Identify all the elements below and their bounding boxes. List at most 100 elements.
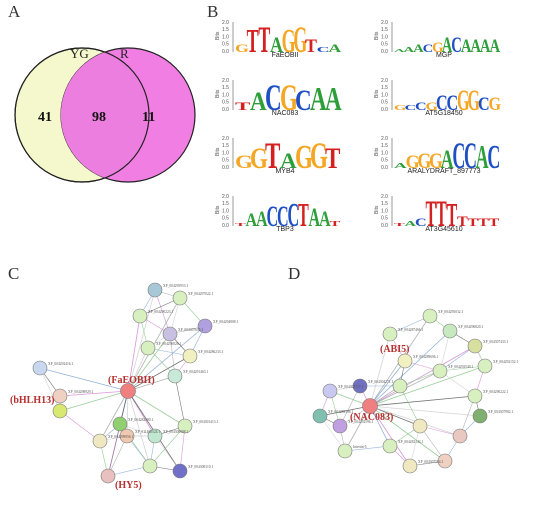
motif-letter: T [298,197,309,234]
network-node[interactable] [167,368,183,384]
venn-right-label: R [120,46,129,61]
motif-axis-tick: 0.5 [381,216,388,222]
motif-axis-tick: 1.0 [222,150,229,156]
motif-axis-tick: 0.0 [381,49,388,55]
motif-letter: A [310,81,327,118]
network-node[interactable] [422,308,438,324]
network-highlight-label: (HY5) [115,480,142,491]
network-node[interactable] [172,463,188,479]
network-highlight-label: (FaEOBII) [108,375,155,386]
network-edge [149,425,186,467]
network-node[interactable] [142,458,158,474]
network-node-label: XP_004295032.1 [438,310,463,314]
motif-name: AT3G45610 [425,226,463,233]
network-node[interactable] [432,363,448,379]
network-node[interactable] [382,438,398,454]
motif-name: MYB4 [275,168,295,175]
network-edge [179,425,186,472]
motif-axis-unit: Bits [215,89,221,98]
network-node[interactable] [322,383,338,399]
network-node[interactable] [312,408,328,424]
motif-axis-tick: 1.5 [222,143,229,149]
network-node[interactable] [332,418,348,434]
network-node[interactable] [132,308,148,324]
network-node[interactable] [32,360,48,376]
network-node[interactable] [52,403,68,419]
network-node[interactable] [120,383,136,399]
network-node[interactable] [452,428,468,444]
motif-letter: T [235,100,250,112]
motif-letter: G [426,101,439,113]
network-node-label: XP_004292152.1 [493,360,518,364]
network-node-label: XP_004292416.1 [48,362,73,366]
motif-axis-tick: 2.0 [381,194,388,200]
network-node[interactable] [472,408,488,424]
network-node[interactable] [382,326,398,342]
network-node[interactable] [172,290,188,306]
network-highlight-label: (bHLH13) [10,395,54,406]
motif-letter: G [280,76,298,118]
motif-letter: G [235,43,249,55]
network-node[interactable] [182,348,198,364]
network-node-label: XP_004304271.1 [368,380,393,384]
network-node[interactable] [467,338,483,354]
network-edge [439,365,486,372]
network-node[interactable] [337,443,353,459]
motif-letter: C [478,93,490,114]
panel-label-a: A [8,2,21,21]
network-node[interactable] [397,353,413,369]
network-edge [369,345,476,407]
network-node[interactable] [140,340,156,356]
network-node-label: XP_004295953.1 [163,284,188,288]
network-node[interactable] [197,318,213,334]
network-node[interactable] [402,458,418,474]
network-node[interactable] [392,378,408,394]
motif-letter: A [404,46,415,54]
network-edge [139,297,181,317]
panel-label-b: B [207,2,219,21]
motif-axis-tick: 0.5 [222,216,229,222]
motif-letter: C [265,76,282,118]
network-highlight-label: (ABI5) [380,344,409,355]
network-node[interactable] [112,416,128,432]
network-edge [369,405,411,467]
motif-axis-unit: Bits [215,147,221,156]
network-node[interactable] [92,433,108,449]
motif-letter: C [277,201,289,233]
motif-letter: T [468,217,480,229]
motif-letter: C [295,83,312,117]
network-node[interactable] [412,418,428,434]
motif-letter: T [235,223,246,227]
network-node[interactable] [147,282,163,298]
network-node[interactable] [477,358,493,374]
network-edge [399,385,421,427]
motif-axis-tick: 0.0 [222,107,229,113]
network-node-label: XP_004307584.1 [418,460,443,464]
motif-letter: A [442,33,453,58]
motif-letter: A [413,42,424,55]
network-node[interactable] [177,418,193,434]
network-edge [59,390,129,397]
network-node[interactable] [119,428,135,444]
network-node[interactable] [100,468,116,484]
network-edge [369,360,406,407]
network-edge [107,435,128,477]
network-node[interactable] [467,388,483,404]
network-node[interactable] [147,428,163,444]
network-node[interactable] [437,453,453,469]
motif-name: NAC083 [271,110,299,117]
network-node[interactable] [362,398,378,414]
network-node-label: XP_004290826.1 [156,342,181,346]
network-edge [59,410,101,442]
network-edge [174,375,186,427]
motif-axis-unit: Bits [374,31,380,40]
network-node[interactable] [162,326,178,342]
motif-axis-tick: 0.0 [381,165,388,171]
network-c: XP_004295953.1XP_004297022.1XP_004294808… [10,282,238,491]
network-node[interactable] [52,388,68,404]
network-node[interactable] [352,378,368,394]
network-node[interactable] [442,323,458,339]
